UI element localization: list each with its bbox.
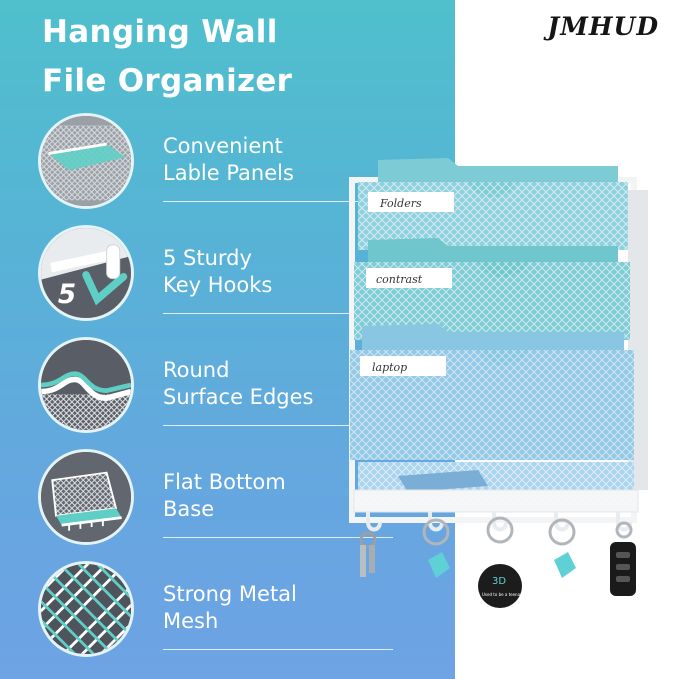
feature-divider <box>163 425 393 426</box>
tag-contrast-text: contrast <box>376 273 423 286</box>
feature-divider <box>163 313 393 314</box>
round-edge-icon <box>38 337 134 433</box>
tag-folders-text: Folders <box>379 197 422 210</box>
metal-mesh-icon <box>38 561 134 657</box>
feature-item-round-edges: Round Surface Edges <box>38 337 393 433</box>
feature-label: Flat Bottom Base <box>163 470 286 521</box>
feature-label: Round Surface Edges <box>163 358 314 409</box>
keychain-badge-icon: 3D Used to be a teenager <box>478 516 527 608</box>
tag-folders <box>368 192 454 212</box>
tag-laptop <box>360 356 446 376</box>
hook-count-badge: 5 <box>58 280 76 310</box>
feature-label: Convenient Lable Panels <box>163 134 294 185</box>
feature-item-flat-base: Flat Bottom Base <box>38 449 393 545</box>
feature-divider <box>163 537 393 538</box>
keychain-badge-text: 3D <box>492 576 506 587</box>
feature-label: Strong Metal Mesh <box>163 582 297 633</box>
keychain-charm-icon <box>422 518 450 578</box>
title-line-1: Hanging Wall <box>42 14 278 50</box>
flat-base-icon <box>38 449 134 545</box>
title-line-2: File Organizer <box>42 63 293 99</box>
feature-divider <box>163 201 393 202</box>
tag-contrast <box>366 268 452 288</box>
feature-divider <box>163 649 393 650</box>
feature-item-key-hooks: 5 5 Sturdy Key Hooks <box>38 225 393 321</box>
key-hook-icon: 5 <box>38 225 134 321</box>
page-title: Hanging Wall File Organizer <box>42 8 372 106</box>
tag-laptop-text: laptop <box>372 361 407 374</box>
car-key-fob-icon <box>610 521 636 596</box>
product-image: Folders contrast laptop <box>338 140 658 610</box>
label-panel-icon <box>38 113 134 209</box>
feature-label: 5 Sturdy Key Hooks <box>163 246 273 297</box>
brand-logo: JMHUD <box>547 12 659 41</box>
keychain-charm-icon <box>548 518 576 578</box>
feature-item-metal-mesh: Strong Metal Mesh <box>38 561 393 657</box>
feature-item-label-panels: Convenient Lable Panels <box>38 113 393 209</box>
key-icon <box>359 531 377 577</box>
keychain-badge-subtext: Used to be a teenager <box>482 592 527 597</box>
